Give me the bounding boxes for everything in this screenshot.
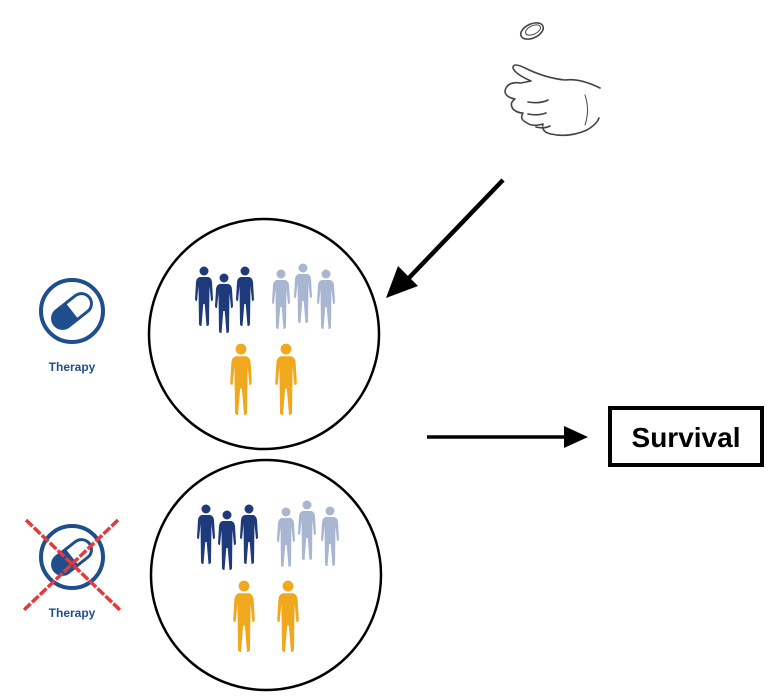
person-icon [233,580,255,652]
person-icon [236,266,254,326]
people-dark [195,266,254,333]
person-icon [240,504,258,564]
person-icon [197,504,215,564]
people-orange [233,580,299,652]
person-icon [277,580,299,652]
coin-icon [519,22,545,40]
person-icon [275,343,297,415]
coin-flip-hand-icon [504,22,601,137]
crossed-out-pill-icon [22,518,122,612]
person-icon [195,266,213,326]
person-icon [230,343,252,415]
person-icon [215,273,233,333]
person-icon [218,510,236,570]
therapy-label-top: Therapy [49,360,96,374]
outcome-arrow [427,426,588,448]
therapy-label-bottom: Therapy [49,606,96,620]
person-icon [294,263,312,323]
people-orange [230,343,297,415]
people-light [272,263,335,329]
pill-icon [39,278,105,344]
treatment-group [147,217,381,451]
control-group [149,458,383,692]
person-icon [298,500,316,560]
person-icon [321,506,339,566]
person-icon [317,269,335,329]
randomization-arrow [386,178,505,298]
person-icon [277,507,295,567]
survival-box: Survival [608,406,764,467]
people-light [277,500,339,567]
person-icon [272,269,290,329]
survival-label: Survival [632,422,741,453]
people-dark [197,504,258,570]
